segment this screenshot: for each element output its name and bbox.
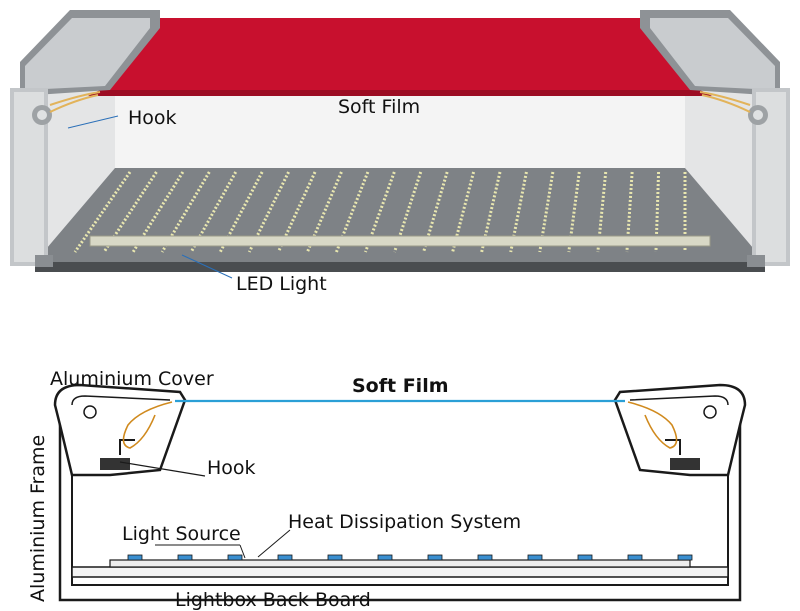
led-chip: [477, 554, 493, 561]
soft-film-label-top: Soft Film: [338, 96, 420, 118]
heat-pointer: [257, 529, 291, 558]
led-light-bar: [89, 235, 711, 247]
led-light-label: LED Light: [236, 273, 327, 295]
hook-label-bottom: Hook: [207, 457, 256, 479]
led-chip: [377, 554, 393, 561]
lightbox-floor-edge: [35, 262, 765, 272]
light-source-leds: [127, 554, 693, 561]
heat-dissipation-strip: [109, 559, 691, 568]
led-chip: [427, 554, 443, 561]
led-strip: [73, 171, 132, 253]
led-strip: [509, 171, 528, 253]
aluminium-frame-label: Aluminium Frame: [27, 435, 49, 602]
light-source-pointer-drop: [239, 544, 246, 559]
led-strip: [654, 171, 661, 253]
soft-film-label-bottom: Soft Film: [352, 375, 449, 397]
led-chip: [627, 554, 643, 561]
led-strip: [596, 171, 608, 253]
led-chip: [227, 554, 243, 561]
heat-dissipation-label: Heat Dissipation System: [288, 511, 521, 533]
led-chip: [127, 554, 143, 561]
led-chip: [177, 554, 193, 561]
led-strip: [538, 171, 555, 253]
aluminium-frame-outline: [58, 420, 742, 602]
hook-wire-left: [122, 401, 173, 449]
back-wall: [110, 90, 690, 175]
hook-pointer-bottom: [119, 461, 206, 477]
led-strip: [625, 171, 634, 253]
led-chip: [277, 554, 293, 561]
top-3d-lightbox: Hook Soft Film LED Light: [10, 10, 790, 295]
hook-wire-right: [627, 401, 678, 449]
lightbox-back-board: [71, 566, 729, 578]
hook-label-top: Hook: [128, 107, 177, 129]
lightbox-back-board-label: Lightbox Back Board: [175, 589, 371, 611]
aluminium-cover-label: Aluminium Cover: [50, 368, 214, 390]
led-chip: [527, 554, 543, 561]
led-strip: [247, 171, 290, 253]
aluminium-frame-inner: [71, 425, 729, 586]
soft-film-red: [100, 18, 700, 90]
right-inner-wall: [685, 75, 760, 255]
led-strip: [567, 171, 581, 253]
left-inner-wall: [40, 75, 115, 255]
left-aluminium-profile: [10, 10, 160, 267]
bottom-cross-section: Aluminium Cover Soft Film Hook Light Sou…: [27, 368, 747, 611]
soft-film-shade: [88, 90, 712, 96]
led-chip: [677, 554, 693, 561]
led-strip: [218, 171, 264, 253]
right-cover-profile: [613, 383, 747, 477]
lightbox-floor: [35, 168, 765, 262]
hook-pointer-line: [67, 115, 119, 129]
led-chip: [327, 554, 343, 561]
right-aluminium-profile: [640, 10, 790, 267]
led-pointer-line: [181, 254, 233, 279]
light-source-label: Light Source: [122, 523, 241, 545]
left-cover-profile: [53, 383, 187, 477]
led-chip: [577, 554, 593, 561]
